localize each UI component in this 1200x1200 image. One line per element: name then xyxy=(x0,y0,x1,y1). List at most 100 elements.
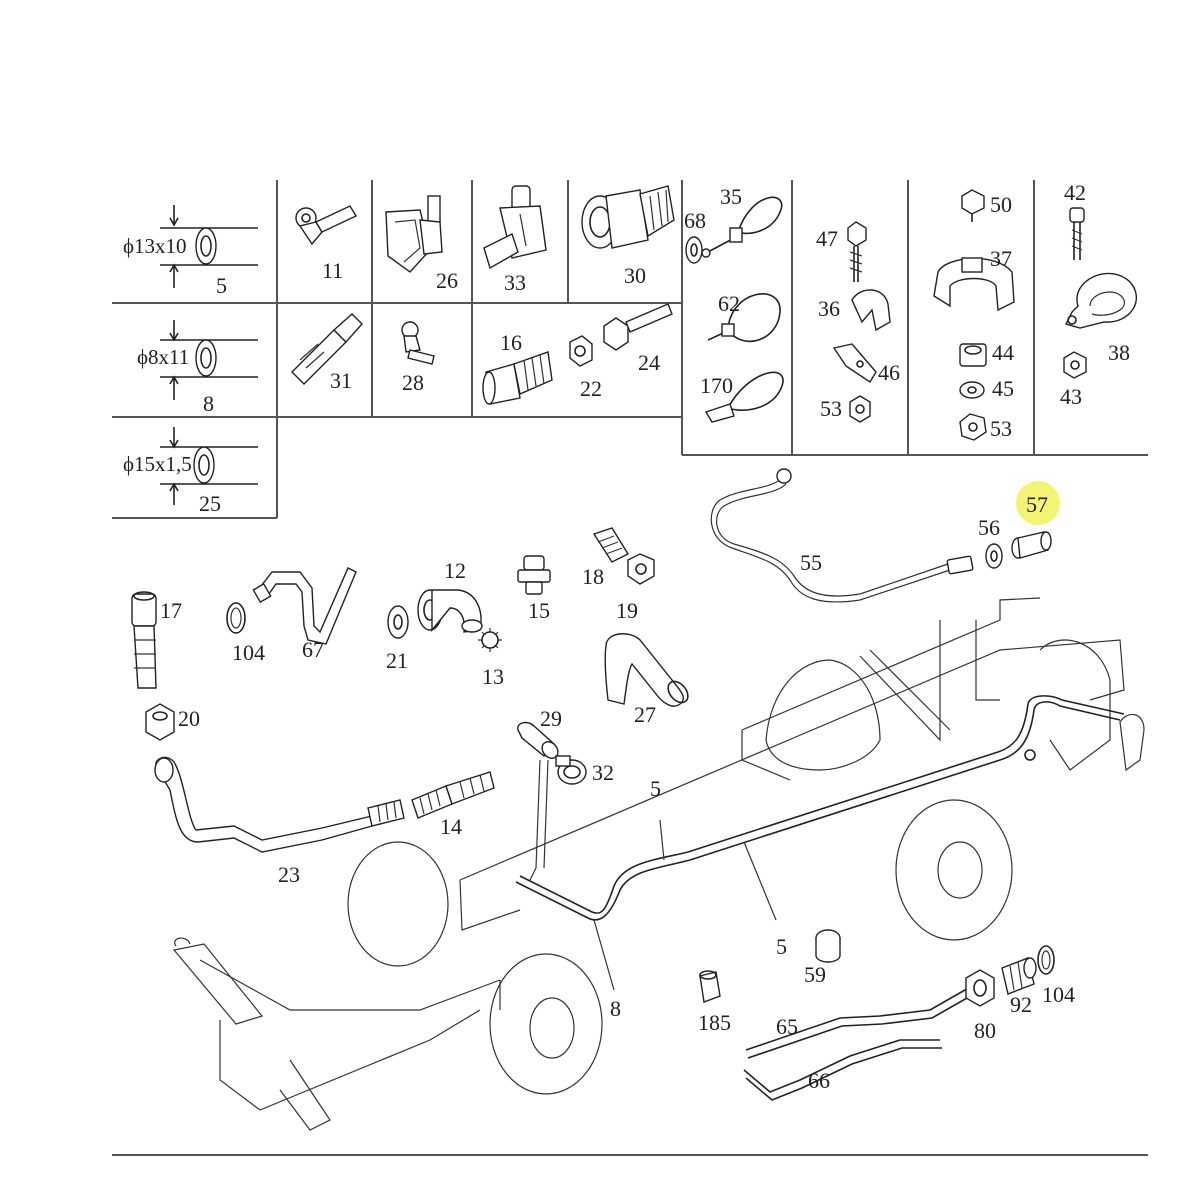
nut-53a xyxy=(849,395,871,423)
part-label-68: 68 xyxy=(684,208,706,233)
o-ring-104a xyxy=(226,602,246,634)
part-label-104: 104 xyxy=(1042,982,1075,1007)
part-label-47: 47 xyxy=(816,226,838,251)
o-ring-104b xyxy=(1037,945,1055,975)
part-label-28: 28 xyxy=(402,370,424,395)
nut-44 xyxy=(959,343,987,367)
fitting-57 xyxy=(1011,531,1052,559)
spacer-185 xyxy=(699,970,721,1003)
part-label-67: 67 xyxy=(302,637,324,662)
part-label-11: 11 xyxy=(322,258,343,283)
parts-table-frame xyxy=(112,180,1148,519)
hose-clamp-32 xyxy=(555,755,587,785)
part-label-22: 22 xyxy=(580,376,602,401)
part-label-5: 5 xyxy=(216,273,227,298)
part-label-42: 42 xyxy=(1064,180,1086,205)
cable-tie-62 xyxy=(707,293,781,343)
part-label-65: 65 xyxy=(776,1014,798,1039)
part-label-53: 53 xyxy=(990,416,1012,441)
part-label-16: 16 xyxy=(500,330,522,355)
part-label-37: 37 xyxy=(990,246,1012,271)
pipes-65-66 xyxy=(743,985,975,1101)
hose-connector-17 xyxy=(131,591,157,689)
part-label-23: 23 xyxy=(278,862,300,887)
banjo-fitting-11 xyxy=(295,205,357,246)
part-label-104: 104 xyxy=(232,640,265,665)
pipe-union-24 xyxy=(603,303,673,351)
part-label-5: 5 xyxy=(776,934,787,959)
fitting-15 xyxy=(517,555,551,595)
cable-tie-35 xyxy=(701,196,783,258)
part-label-5: 5 xyxy=(650,776,661,801)
part-label-20: 20 xyxy=(178,706,200,731)
part-label-18: 18 xyxy=(582,564,604,589)
part-label-44: 44 xyxy=(992,340,1014,365)
valve-33 xyxy=(483,185,547,270)
grommet-59 xyxy=(815,929,841,963)
part-label-30: 30 xyxy=(624,263,646,288)
fitting-18 xyxy=(592,527,629,563)
part-label-59: 59 xyxy=(804,962,826,987)
part-label-25: 25 xyxy=(199,491,221,516)
part-label-32: 32 xyxy=(592,760,614,785)
part-label-45: 45 xyxy=(992,376,1014,401)
part-label-19: 19 xyxy=(616,598,638,623)
washer-45 xyxy=(959,381,985,399)
hose-27 xyxy=(604,633,689,707)
part-label-26: 26 xyxy=(436,268,458,293)
part-label-55: 55 xyxy=(800,550,822,575)
highlight-57 xyxy=(1016,481,1060,525)
hose-spec-25: ϕ15x1,5 25 xyxy=(123,427,258,516)
fuel-line-run xyxy=(515,695,1145,991)
part-label-92: 92 xyxy=(1010,992,1032,1017)
nut-43 xyxy=(1063,351,1087,379)
line-55 xyxy=(710,468,974,603)
nut-19 xyxy=(627,553,655,585)
hose-connector-16 xyxy=(482,351,553,405)
bolt-47 xyxy=(847,221,867,282)
nipple-28 xyxy=(401,321,435,365)
part-label-13: 13 xyxy=(482,664,504,689)
bolt-50 xyxy=(961,189,985,222)
part-label-66: 66 xyxy=(808,1068,830,1093)
part-label-14: 14 xyxy=(440,814,462,839)
part-label-50: 50 xyxy=(990,192,1012,217)
lock-washer-13 xyxy=(478,628,502,652)
clamp-37 xyxy=(933,257,1015,312)
part-label-56: 56 xyxy=(978,515,1000,540)
hose-dim-label: ϕ13x10 xyxy=(123,234,187,258)
part-label-8: 8 xyxy=(610,996,621,1021)
pipe-67 xyxy=(252,567,357,645)
part-label-46: 46 xyxy=(878,360,900,385)
part-label-33: 33 xyxy=(504,270,526,295)
part-label-38: 38 xyxy=(1108,340,1130,365)
washer-68 xyxy=(685,236,703,264)
part-label-24: 24 xyxy=(638,350,660,375)
sensor-31 xyxy=(291,313,363,385)
pipe-23 xyxy=(154,756,405,853)
nut-20 xyxy=(145,703,175,741)
washer-56 xyxy=(985,543,1003,569)
elbow-12 xyxy=(417,589,483,633)
part-label-17: 17 xyxy=(160,598,182,623)
hose-spec-8: ϕ8x11 8 xyxy=(137,320,258,416)
part-label-29: 29 xyxy=(540,706,562,731)
part-label-57: 57 xyxy=(1026,492,1048,517)
part-label-185: 185 xyxy=(698,1010,731,1035)
part-label-31: 31 xyxy=(330,368,352,393)
part-label-21: 21 xyxy=(386,648,408,673)
part-label-27: 27 xyxy=(634,702,656,727)
cable-tie-170 xyxy=(704,371,784,423)
hose-dim-label: ϕ8x11 xyxy=(137,345,189,369)
part-label-8: 8 xyxy=(203,391,214,416)
nut-53b xyxy=(959,413,987,441)
nut-22 xyxy=(569,335,593,367)
part-label-43: 43 xyxy=(1060,384,1082,409)
fitting-92 xyxy=(1001,957,1037,995)
hose-spec-5: ϕ13x10 5 xyxy=(123,205,258,298)
part-label-15: 15 xyxy=(528,598,550,623)
part-label-36: 36 xyxy=(818,296,840,321)
p-clamp-38 xyxy=(1064,272,1137,329)
hose-dim-label: ϕ15x1,5 xyxy=(123,452,192,476)
